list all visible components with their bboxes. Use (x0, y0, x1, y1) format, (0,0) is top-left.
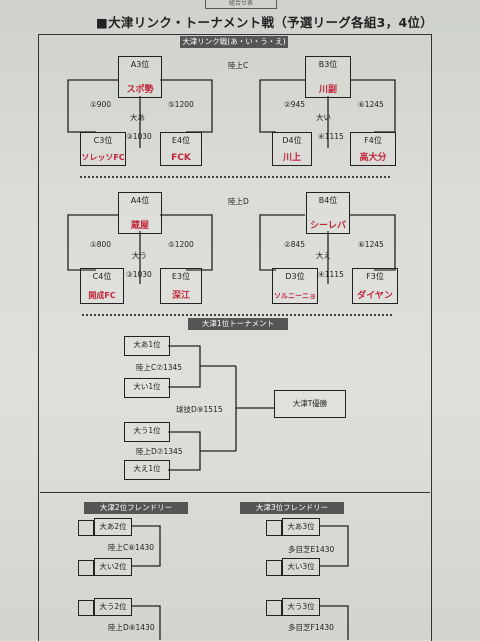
f2-match2: 陸上D⑧1430 (108, 623, 155, 632)
match-label: ⑥1245 (358, 240, 384, 249)
f3-slot-a: 大あ3位 (282, 518, 320, 536)
semi1-label: 陸上C⑦1345 (136, 363, 183, 372)
team-box-b4: B4位 シーレバ (306, 192, 350, 234)
team-name: 深江 (171, 291, 190, 301)
f2-match1: 陸上C⑧1430 (108, 543, 155, 552)
match-label: ②945 (284, 100, 306, 109)
team-name: 川上 (282, 153, 301, 163)
match-label: ④1115 (318, 132, 344, 141)
team-box-f3: F3位 ダイヤン (352, 268, 398, 304)
match-label: ⑥1245 (358, 100, 384, 109)
separator (82, 314, 392, 316)
match-label: ④1115 (318, 270, 344, 279)
separator (40, 492, 430, 493)
group-label: 大い (316, 113, 331, 122)
slot-e1: 大え1位 (124, 460, 170, 480)
upper-venue: 陸上C (228, 61, 249, 70)
team-box-e3: E3位 深江 (160, 268, 202, 304)
team-box-b3: B3位 川副 (305, 56, 351, 98)
team-box-f4: F4位 高大分 (350, 132, 396, 166)
champion-box: 大津T優勝 (274, 390, 346, 418)
team-name: FCK (171, 153, 191, 163)
top-hint: 組合せ表 (205, 0, 277, 9)
team-box-a3: A3位 スポ勢 (118, 56, 162, 98)
friendly2-header: 大津2位フレンドリー (84, 502, 188, 514)
match-label: ①900 (90, 100, 112, 109)
team-box-e4: E4位 FCK (160, 132, 202, 166)
group-label: 大あ (130, 113, 145, 122)
page-title: ■大津リンク・トーナメント戦（予選リーグ各組3，4位） (96, 15, 434, 30)
team-box-d4: D4位 川上 (272, 132, 312, 166)
match-label: ②845 (284, 240, 306, 249)
slot-a1: 大あ1位 (124, 336, 170, 356)
semi2-label: 陸上D⑦1345 (136, 447, 183, 456)
team-name: スポ勢 (126, 85, 154, 95)
lower-venue: 陸上D (228, 197, 249, 206)
first-tourney-header: 大津1位トーナメント (188, 318, 288, 330)
team-box-c3: C3位 ソレッソFC (80, 132, 126, 166)
f3-slot-i: 大い3位 (282, 558, 320, 576)
match-label: ⑤1200 (168, 240, 194, 249)
team-name: 川副 (318, 85, 337, 95)
f2-slot-u: 大う2位 (94, 598, 132, 616)
team-name: 開成FC (88, 291, 116, 300)
match-label: ⑤1200 (168, 100, 194, 109)
team-name: 蔵屋 (130, 221, 149, 231)
team-name: シーレバ (309, 221, 346, 231)
bracket-frame (38, 34, 432, 641)
team-name: ダイヤン (357, 291, 393, 301)
team-box-a4: A4位 蔵屋 (118, 192, 162, 234)
f3-slot-u: 大う3位 (282, 598, 320, 616)
f3-mark (266, 520, 282, 536)
f3-match1: 多目芝E1430 (288, 545, 335, 554)
group-label: 大う (132, 251, 147, 260)
team-box-c4: C4位 開成FC (80, 268, 124, 304)
team-name: ソルニーニョ (274, 292, 316, 300)
f3-mark (266, 560, 282, 576)
slot-u1: 大う1位 (124, 422, 170, 442)
team-name: 高大分 (359, 153, 387, 163)
final-label: 球技D⑨1515 (176, 405, 223, 414)
f2-mark (78, 560, 94, 576)
separator (80, 176, 390, 178)
f2-mark (78, 520, 94, 536)
match-label: ③1030 (126, 270, 152, 279)
friendly3-header: 大津3位フレンドリー (240, 502, 344, 514)
slot-i1: 大い1位 (124, 378, 170, 398)
f2-slot-i: 大い2位 (94, 558, 132, 576)
f3-match2: 多目芝F1430 (288, 623, 334, 632)
f3-mark (266, 600, 282, 616)
match-label: ③1030 (126, 132, 152, 141)
match-label: ①800 (90, 240, 112, 249)
group-label: 大え (316, 251, 331, 260)
f2-mark (78, 600, 94, 616)
team-name: ソレッソFC (81, 153, 125, 162)
link-header: 大津リンク戦(あ・い・う・え) (180, 36, 288, 48)
team-box-d3: D3位 ソルニーニョ (272, 268, 318, 304)
f2-slot-a: 大あ2位 (94, 518, 132, 536)
